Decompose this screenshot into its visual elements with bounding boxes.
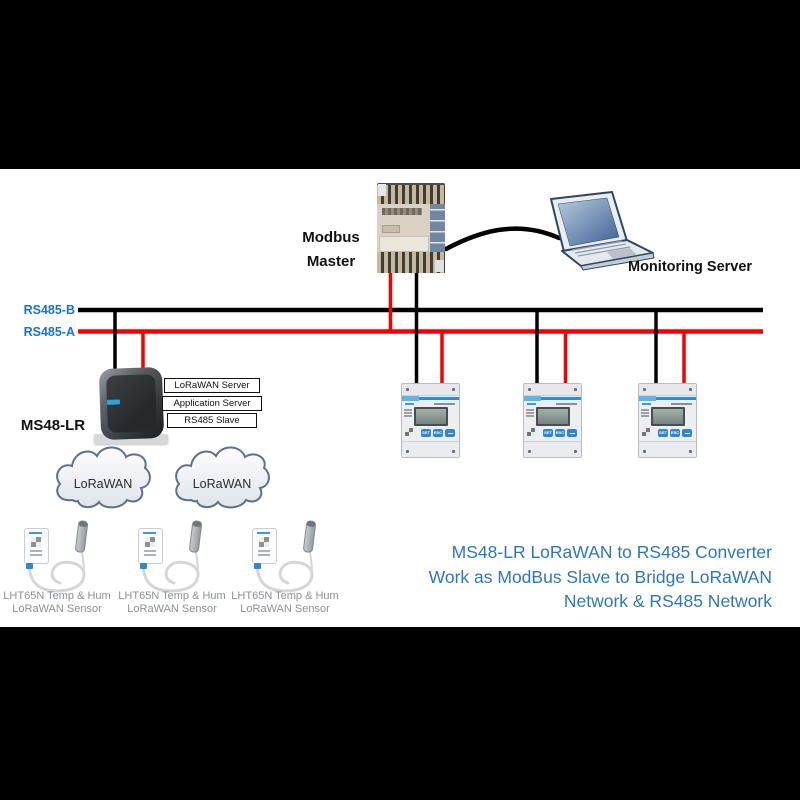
sensor-image [138, 528, 163, 569]
meter-qr-code [642, 428, 650, 436]
meter-esc-button: ESC [433, 429, 443, 437]
meter-image: SET ESC [523, 383, 582, 458]
sensor-connector [26, 563, 33, 569]
meter-set-button: SET [421, 429, 431, 437]
gateway-name-label: MS48-LR [20, 417, 86, 434]
sensor-image [252, 528, 277, 569]
sensor-connector [140, 563, 147, 569]
sensor-connector [254, 563, 261, 569]
meter-qr-code [527, 428, 535, 436]
diagram-caption: MS48-LR LoRaWAN to RS485 Converter Work … [428, 542, 772, 611]
gateway-image [98, 366, 165, 441]
cloud-label: LoRaWAN [73, 477, 133, 491]
plc-image [377, 183, 445, 273]
plc-terminal-top [377, 183, 445, 204]
meter-esc-button: ESC [555, 429, 565, 437]
bus-drop-wires [113, 272, 686, 384]
meter-lcd-display [414, 407, 448, 426]
gateway-role-box: RS485 Slave [167, 413, 257, 428]
rs485-b-label: RS485-B [23, 303, 75, 317]
meter-qr-code [405, 428, 413, 436]
cloud-label: LoRaWAN [192, 477, 252, 491]
meter-brand-stripe [402, 396, 459, 401]
plc-body [377, 204, 445, 252]
cloud-icon [56, 446, 151, 509]
laptop-icon [550, 191, 655, 271]
meter-image: SET ESC [638, 383, 697, 458]
plc-laptop-cable [443, 226, 562, 252]
gateway-role-box: LoRaWAN Server [164, 378, 260, 393]
gateway-logo-icon [106, 399, 121, 405]
plc-terminal-bottom [377, 252, 445, 273]
rs485-a-label: RS485-A [23, 324, 75, 339]
sensor-cable [27, 520, 317, 593]
meter-image: SET ESC [401, 383, 460, 458]
meter-set-button: SET [543, 429, 553, 437]
meter-esc-button: ESC [670, 429, 680, 437]
monitoring-server-label: Monitoring Server [628, 259, 753, 275]
meter-set-button: SET [658, 429, 668, 437]
cloud-icon [175, 446, 270, 509]
meter-lcd-display [651, 407, 685, 426]
sensor-image [24, 528, 49, 569]
meter-lcd-display [536, 407, 570, 426]
meter-brand-stripe [639, 396, 696, 401]
gateway-role-box: Application Server [162, 396, 262, 411]
meter-brand-stripe [524, 396, 581, 401]
